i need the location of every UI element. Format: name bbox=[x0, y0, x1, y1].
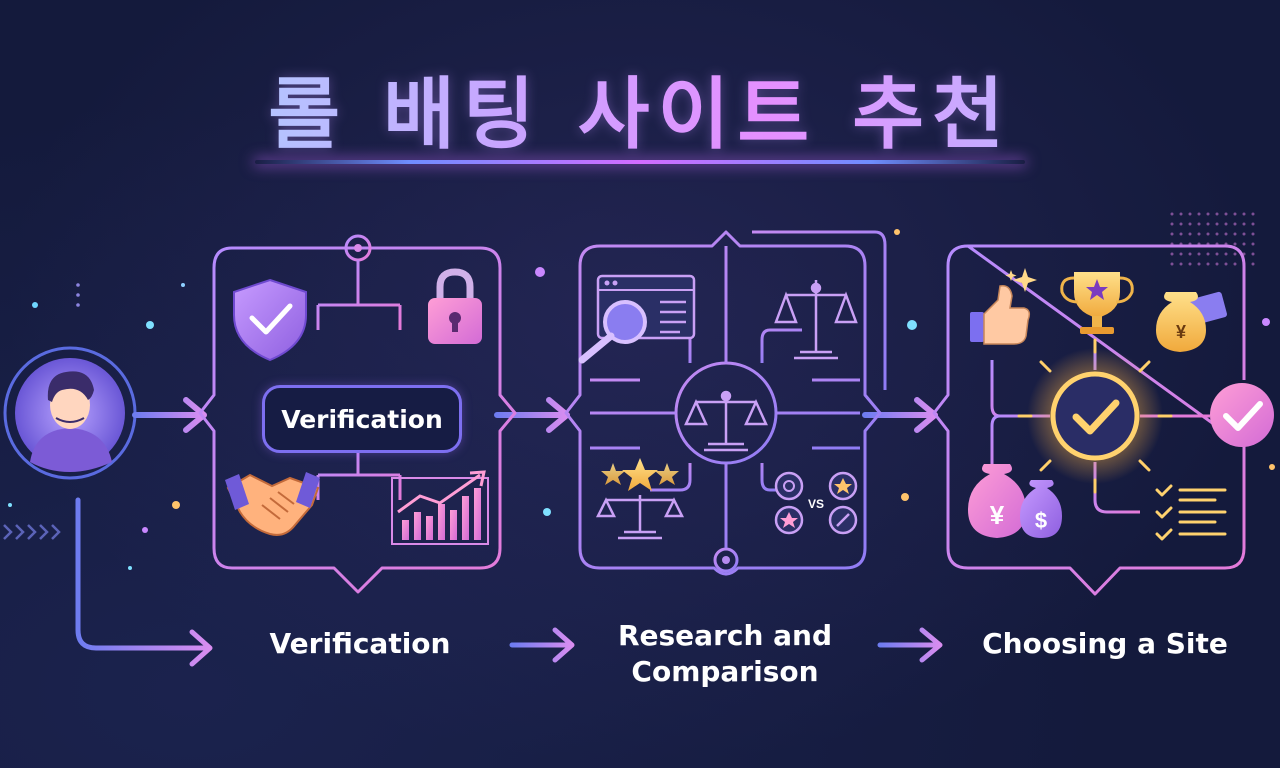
grid-dot bbox=[1233, 242, 1237, 246]
grid-dot bbox=[1197, 222, 1201, 226]
grid-dot bbox=[1170, 222, 1174, 226]
grid-dot bbox=[1206, 252, 1210, 256]
grid-dot bbox=[1206, 232, 1210, 236]
grid-dot bbox=[1215, 252, 1219, 256]
grid-dot bbox=[1206, 262, 1210, 266]
dollar-bag-symbol: $ bbox=[1035, 508, 1047, 533]
grid-dot bbox=[1170, 252, 1174, 256]
money-bags-icon: ¥ $ bbox=[968, 464, 1062, 538]
grid-dot bbox=[1215, 222, 1219, 226]
grid-dot bbox=[1215, 232, 1219, 236]
grid-dot bbox=[1197, 232, 1201, 236]
step-label-choosing: Choosing a Site bbox=[982, 627, 1228, 660]
grid-dot bbox=[1197, 262, 1201, 266]
grid-dot bbox=[1206, 222, 1210, 226]
grid-dot bbox=[1188, 252, 1192, 256]
grid-dot bbox=[1233, 232, 1237, 236]
grid-dot bbox=[1170, 212, 1174, 216]
grid-dot bbox=[1224, 252, 1228, 256]
title-underline bbox=[255, 160, 1025, 164]
grid-dot bbox=[1251, 232, 1255, 236]
grid-dot bbox=[1188, 262, 1192, 266]
grid-dot bbox=[1233, 212, 1237, 216]
step-label-verification: Verification bbox=[269, 627, 451, 660]
grid-dot bbox=[1179, 252, 1183, 256]
grid-dot bbox=[1197, 252, 1201, 256]
grid-dot bbox=[1224, 222, 1228, 226]
grid-dot bbox=[1242, 242, 1246, 246]
grid-dot bbox=[1233, 262, 1237, 266]
decorative-dots bbox=[8, 229, 1275, 570]
grid-dot bbox=[1179, 222, 1183, 226]
grid-dot bbox=[1179, 262, 1183, 266]
grid-dot bbox=[1251, 252, 1255, 256]
handshake-icon bbox=[225, 472, 320, 536]
rated-scale-icon bbox=[595, 458, 685, 540]
grid-dot bbox=[1170, 262, 1174, 266]
grid-dot bbox=[1251, 262, 1255, 266]
grid-dot bbox=[1224, 212, 1228, 216]
glowing-check-badge bbox=[1017, 338, 1173, 494]
grid-dot bbox=[1197, 212, 1201, 216]
balance-scale-icon bbox=[774, 280, 858, 360]
dotted-line-left bbox=[76, 283, 80, 307]
padlock-icon bbox=[428, 268, 482, 344]
verification-node: Verification bbox=[262, 385, 462, 453]
grid-dot bbox=[1188, 222, 1192, 226]
chevron-trail-icon bbox=[3, 524, 61, 540]
growth-chart-icon bbox=[391, 470, 489, 545]
grid-dot bbox=[1188, 212, 1192, 216]
page-title: 롤 배팅 사이트 추천 bbox=[0, 52, 1280, 164]
grid-dot bbox=[1242, 232, 1246, 236]
step-label-research-line-1: Research and bbox=[617, 619, 833, 652]
grid-dot bbox=[1224, 232, 1228, 236]
yen-symbol: ¥ bbox=[1176, 322, 1186, 342]
yen-bag-symbol: ¥ bbox=[990, 500, 1005, 530]
grid-dot bbox=[1242, 222, 1246, 226]
grid-dot bbox=[1215, 262, 1219, 266]
grid-dot bbox=[1251, 212, 1255, 216]
panel-verification bbox=[198, 234, 517, 594]
money-bag-yen-icon: ¥ bbox=[1156, 291, 1228, 352]
grid-dot bbox=[1242, 212, 1246, 216]
grid-dot bbox=[1188, 232, 1192, 236]
flow-arrows bbox=[132, 397, 938, 433]
center-scale-icon bbox=[684, 390, 768, 452]
user-avatar bbox=[3, 346, 137, 480]
grid-dot bbox=[1215, 212, 1219, 216]
bottom-flow-arrows bbox=[75, 497, 943, 667]
step-label-research-line-2: Comparison bbox=[631, 655, 819, 688]
sparkle-icon bbox=[1005, 268, 1037, 292]
grid-dot bbox=[1251, 242, 1255, 246]
check-circle-icon bbox=[1210, 383, 1274, 447]
browser-search-icon bbox=[578, 274, 696, 364]
grid-dot bbox=[1251, 222, 1255, 226]
shield-check-icon bbox=[233, 278, 307, 362]
grid-dot bbox=[1224, 262, 1228, 266]
grid-dot bbox=[1179, 212, 1183, 216]
grid-dot bbox=[1170, 232, 1174, 236]
grid-dot bbox=[1233, 222, 1237, 226]
grid-dot bbox=[1233, 252, 1237, 256]
dot-grid bbox=[1170, 212, 1255, 266]
verification-node-label: Verification bbox=[281, 404, 443, 434]
thumbs-up-icon bbox=[970, 284, 1031, 345]
vs-label: VS bbox=[808, 497, 824, 511]
grid-dot bbox=[1179, 232, 1183, 236]
versus-comparison-icon: VS bbox=[774, 471, 858, 535]
checklist-icon bbox=[1155, 484, 1227, 541]
grid-dot bbox=[1206, 212, 1210, 216]
trophy-icon bbox=[1060, 272, 1134, 334]
